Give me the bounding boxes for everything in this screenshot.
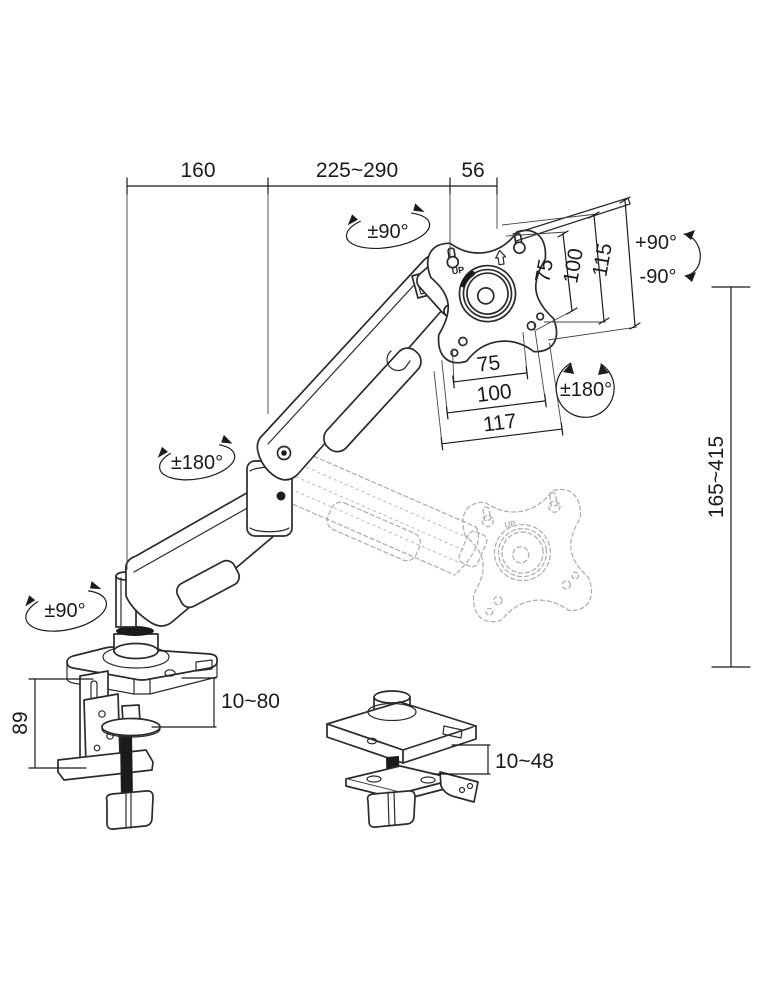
dim-label-vesa-bottom-75: 75 — [476, 351, 502, 377]
rotation-label-vesa-plate: ±180° — [560, 379, 612, 401]
vesa-bottom-dimensions: 75 100 117 — [433, 322, 564, 451]
rotation-swivel-top: ±90° — [345, 203, 431, 249]
height-range-dimension: 165~415 — [705, 286, 751, 668]
top-dimension-chain: 160 225~290 56 — [126, 159, 498, 570]
grommet-thickness-dimension: 10~48 — [431, 744, 554, 775]
rotation-label-elbow: ±180° — [171, 452, 223, 474]
rotation-label-base: ±90° — [44, 600, 85, 622]
rotation-base: ±90° — [25, 581, 107, 632]
dim-label-89: 89 — [9, 711, 32, 734]
up-arrow-icon — [495, 249, 507, 266]
dim-label-vesa-side-100: 100 — [559, 247, 588, 286]
vesa-side-dimensions: 75 100 115 — [501, 196, 641, 341]
rotation-label-tilt-up: +90° — [635, 232, 677, 254]
ghost-vesa-plate — [459, 486, 595, 625]
dim-label-160: 160 — [180, 159, 215, 182]
dim-label-225-290: 225~290 — [316, 159, 398, 182]
tilt-arc-arrow-icon — [683, 233, 701, 277]
rotation-vesa-plate: ±180° — [555, 362, 615, 418]
dim-label-10-48: 10~48 — [495, 750, 554, 773]
rotation-label-tilt-down: -90° — [640, 266, 677, 288]
grommet-mount-assembly — [326, 690, 479, 828]
rotation-ellipse-arrow-icon — [345, 212, 431, 249]
rotation-tilt: +90° -90° — [635, 230, 701, 288]
ghost-arm-lowered-position: UP — [273, 447, 595, 625]
bracket-rails — [512, 197, 631, 242]
up-label: UP — [451, 265, 465, 277]
dim-label-10-80: 10~80 — [221, 690, 280, 713]
base-rotation-ellipse-arrow-icon — [25, 590, 107, 632]
dimension-annotations: 160 225~290 56 75 100 115 75 100 117 — [9, 159, 751, 775]
elbow-rotation-ellipse-arrow-icon — [159, 444, 236, 481]
mount-arm-drawing: UP — [66, 197, 631, 695]
rotation-label-swivel-top: ±90° — [367, 221, 408, 243]
clamp-thickness-dimension: 10~80 — [151, 677, 280, 728]
clamp-height-dimension: 89 — [9, 678, 94, 769]
dim-label-vesa-bottom-117: 117 — [482, 410, 518, 437]
dim-label-vesa-bottom-100: 100 — [475, 380, 513, 407]
rotation-annotations: ±90° +90° -90° ±180° ±180° — [25, 203, 701, 632]
rotation-elbow: ±180° — [157, 434, 236, 481]
desk-clamp-assembly — [57, 670, 161, 830]
vesa-plate: UP — [423, 227, 560, 366]
dim-label-165-415: 165~415 — [705, 436, 728, 518]
dim-label-56: 56 — [461, 159, 484, 182]
dim-label-vesa-side-75: 75 — [531, 257, 558, 284]
ghost-up-label: UP — [504, 519, 517, 530]
dim-label-vesa-side-115: 115 — [588, 241, 616, 278]
plate-rotation-circle-arrow-icon — [555, 362, 615, 418]
